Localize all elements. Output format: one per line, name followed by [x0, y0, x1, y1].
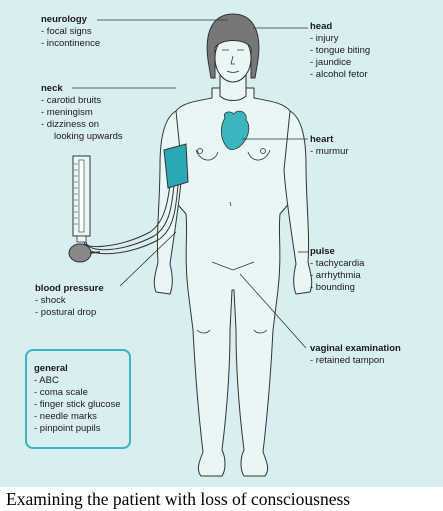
body-illustration	[68, 13, 313, 477]
figure-caption: Examining the patient with loss of consc…	[6, 489, 351, 509]
annotation-item: - pinpoint pupils	[34, 423, 101, 434]
annotation-item: - finger stick glucose	[34, 399, 121, 410]
heart-icon	[220, 110, 250, 150]
hair	[206, 13, 260, 79]
left-arm	[153, 110, 183, 295]
annotation-item: looking upwards	[54, 131, 123, 142]
annotation-heart: heart - murmur	[310, 134, 349, 158]
annotation-title: neck	[41, 83, 63, 94]
annotation-title: neurology	[41, 14, 87, 25]
bp-cuff-icon	[163, 143, 189, 189]
annotation-item: - focal signs	[41, 26, 92, 37]
annotation-item: - arrhythmia	[310, 270, 361, 281]
right-arm	[283, 110, 313, 295]
torso-and-legs	[169, 87, 297, 477]
annotation-item: - bounding	[310, 282, 355, 293]
annotation-item: - alcohol fetor	[310, 69, 368, 80]
annotation-title: vaginal examination	[310, 343, 401, 354]
general-box	[25, 349, 131, 449]
annotation-title: heart	[310, 134, 334, 145]
annotation-item: - meningism	[41, 107, 93, 118]
annotation-title: head	[310, 21, 333, 32]
annotation-item: - ABC	[34, 375, 59, 386]
annotation-item: - jaundice	[310, 57, 352, 68]
annotation-item: - dizziness on	[41, 119, 100, 130]
annotation-item: - needle marks	[34, 411, 97, 422]
annotation-title: blood pressure	[35, 283, 104, 294]
annotation-item: - tongue biting	[310, 45, 371, 56]
annotation-general: general - ABC - coma scale - finger stic…	[34, 363, 121, 435]
annotation-item: - retained tampon	[310, 355, 385, 366]
annotation-item: - carotid bruits	[41, 95, 102, 106]
annotation-item: - murmur	[310, 146, 349, 157]
annotation-pulse: pulse - tachycardia - arrhythmia - bound…	[310, 246, 364, 294]
annotation-neurology: neurology - focal signs - incontinence	[41, 14, 100, 50]
annotation-item: - shock	[35, 295, 66, 306]
annotation-item: - tachycardia	[310, 258, 365, 269]
manometer-icon	[72, 155, 91, 243]
annotation-item: - incontinence	[41, 38, 101, 49]
annotation-title: general	[34, 363, 68, 374]
pump-bulb-icon	[68, 243, 92, 263]
annotation-item: - postural drop	[35, 307, 97, 318]
annotation-item: - coma scale	[34, 387, 88, 398]
annotation-item: - injury	[310, 33, 339, 44]
annotation-title: pulse	[310, 246, 335, 257]
annotation-head: head - injury - tongue biting - jaundice…	[310, 21, 370, 81]
annotation-vaginal-examination: vaginal examination - retained tampon	[310, 343, 401, 367]
annotation-blood-pressure: blood pressure - shock - postural drop	[35, 283, 104, 319]
annotation-neck: neck - carotid bruits - meningism - dizz…	[41, 83, 123, 143]
